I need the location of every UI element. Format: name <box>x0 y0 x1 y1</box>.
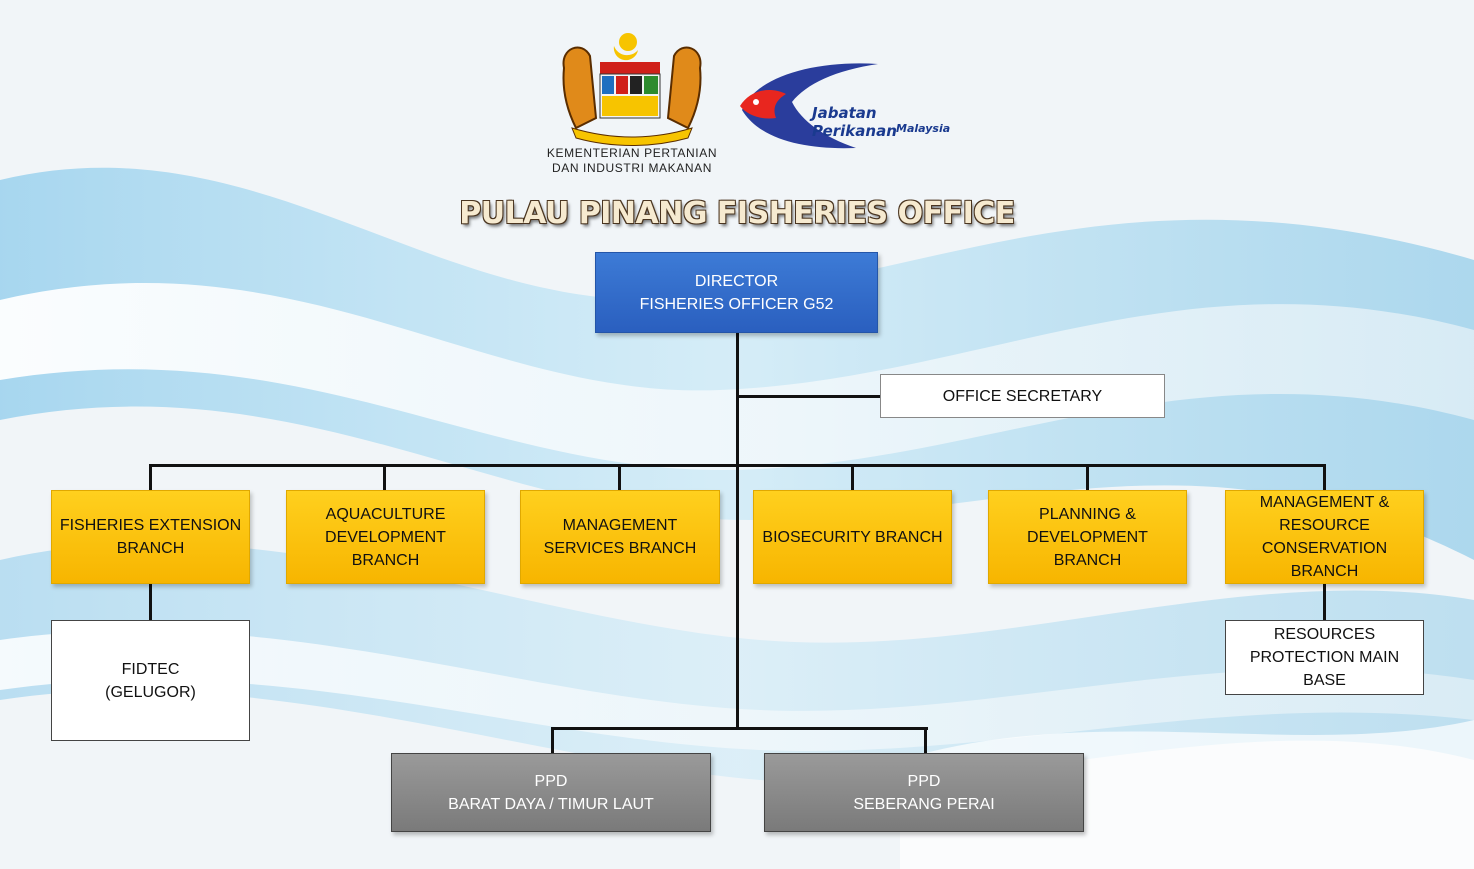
resources-label-line: RESOURCES <box>1273 626 1376 643</box>
secretary-connector <box>738 395 881 398</box>
ppd-district: BARAT DAYA / TIMUR LAUT <box>448 795 654 813</box>
branch-label-line: BRANCH <box>351 551 420 569</box>
director-box: DIRECTOR FISHERIES OFFICER G52 <box>595 252 878 333</box>
ppd-drop-line <box>924 727 927 753</box>
ministry-line-2: DAN INDUSTRI MAKANAN <box>551 161 712 175</box>
branch-label-line: DEVELOPMENT <box>1027 528 1148 546</box>
department-country: Malaysia <box>896 122 951 135</box>
branch-label-line: BRANCH <box>116 540 185 557</box>
ppd-barat-daya-timur-laut-box: PPD BARAT DAYA / TIMUR LAUT <box>391 753 711 832</box>
fidtec-connector <box>149 584 152 620</box>
branch-drop-line <box>618 464 621 491</box>
ppd-label: PPD <box>907 772 941 790</box>
branch-label-line: PLANNING & <box>1039 505 1136 523</box>
page-title: PULAU PINANG FISHERIES OFFICE <box>459 196 1015 231</box>
resources-protection-base-box: RESOURCES PROTECTION MAIN BASE <box>1225 620 1424 695</box>
department-logo: Jabatan Perikanan Malaysia <box>736 56 966 152</box>
branch-management-services: MANAGEMENT SERVICES BRANCH <box>520 490 720 584</box>
resources-connector <box>1323 584 1326 620</box>
branch-aquaculture-development: AQUACULTURE DEVELOPMENT BRANCH <box>286 490 485 584</box>
branch-management-resource-conservation: MANAGEMENT & RESOURCE CONSERVATION BRANC… <box>1225 490 1424 584</box>
branch-fisheries-extension: FISHERIES EXTENSION BRANCH <box>51 490 250 584</box>
branch-label-line: SERVICES BRANCH <box>543 540 697 557</box>
branch-drop-line <box>383 464 386 491</box>
resources-label-line: BASE <box>1303 672 1346 689</box>
branch-bus-line <box>149 464 1326 467</box>
branch-label-line: FISHERIES EXTENSION <box>59 517 242 534</box>
branch-drop-line <box>149 464 152 491</box>
resources-label-line: PROTECTION MAIN <box>1249 649 1400 666</box>
malaysia-coat-of-arms-icon <box>552 28 712 146</box>
ppd-bus-line <box>551 727 928 730</box>
fidtec-name: FIDTEC <box>121 660 180 678</box>
ppd-label: PPD <box>534 772 568 790</box>
branch-label-line: DEVELOPMENT <box>325 528 446 546</box>
branch-label-line: BRANCH <box>1290 563 1359 580</box>
branch-label-line: AQUACULTURE <box>325 505 446 523</box>
branch-drop-line <box>1323 464 1326 491</box>
ppd-drop-line <box>551 727 554 753</box>
branch-planning-development: PLANNING & DEVELOPMENT BRANCH <box>988 490 1187 584</box>
ppd-seberang-perai-box: PPD SEBERANG PERAI <box>764 753 1084 832</box>
branch-drop-line <box>1086 464 1089 491</box>
department-name: Jabatan Perikanan <box>812 104 897 140</box>
ministry-line-1: KEMENTERIAN PERTANIAN <box>546 146 718 160</box>
branch-label-line: MANAGEMENT <box>562 517 678 534</box>
branch-label-line: MANAGEMENT & <box>1259 494 1390 511</box>
branch-drop-line <box>851 464 854 491</box>
director-title: DIRECTOR <box>694 272 779 290</box>
branch-label-line: BRANCH <box>1053 551 1122 569</box>
office-secretary-label: OFFICE SECRETARY <box>942 387 1103 405</box>
branch-biosecurity: BIOSECURITY BRANCH <box>753 490 952 584</box>
office-secretary-box: OFFICE SECRETARY <box>880 374 1165 418</box>
fidtec-location: (GELUGOR) <box>105 683 196 701</box>
ppd-district: SEBERANG PERAI <box>853 795 995 813</box>
ministry-name: KEMENTERIAN PERTANIAN DAN INDUSTRI MAKAN… <box>532 146 732 176</box>
fish-logo-icon <box>740 63 878 149</box>
branch-label-line: RESOURCE <box>1279 517 1370 534</box>
director-grade: FISHERIES OFFICER G52 <box>639 295 834 313</box>
branch-label-line: BIOSECURITY BRANCH <box>762 528 943 546</box>
branch-label-line: CONSERVATION <box>1261 540 1388 557</box>
fidtec-box: FIDTEC (GELUGOR) <box>51 620 250 741</box>
main-trunk-line <box>736 333 739 728</box>
